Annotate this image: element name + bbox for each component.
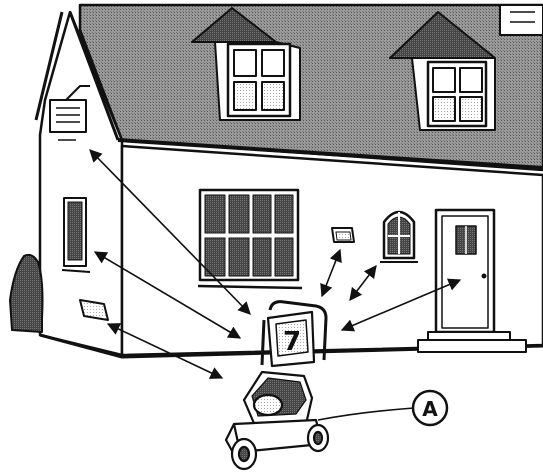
chimney (500, 5, 543, 35)
callout-a: A (413, 391, 447, 425)
callout-label: A (422, 397, 438, 421)
window-icon (380, 212, 418, 262)
window-icon (198, 190, 302, 288)
window-icon (62, 198, 90, 272)
vent-icon (332, 228, 354, 242)
display-digit: 7 (283, 327, 301, 357)
shrub-icon (10, 255, 43, 332)
house-illustration (10, 5, 543, 357)
vent-icon (80, 300, 108, 320)
